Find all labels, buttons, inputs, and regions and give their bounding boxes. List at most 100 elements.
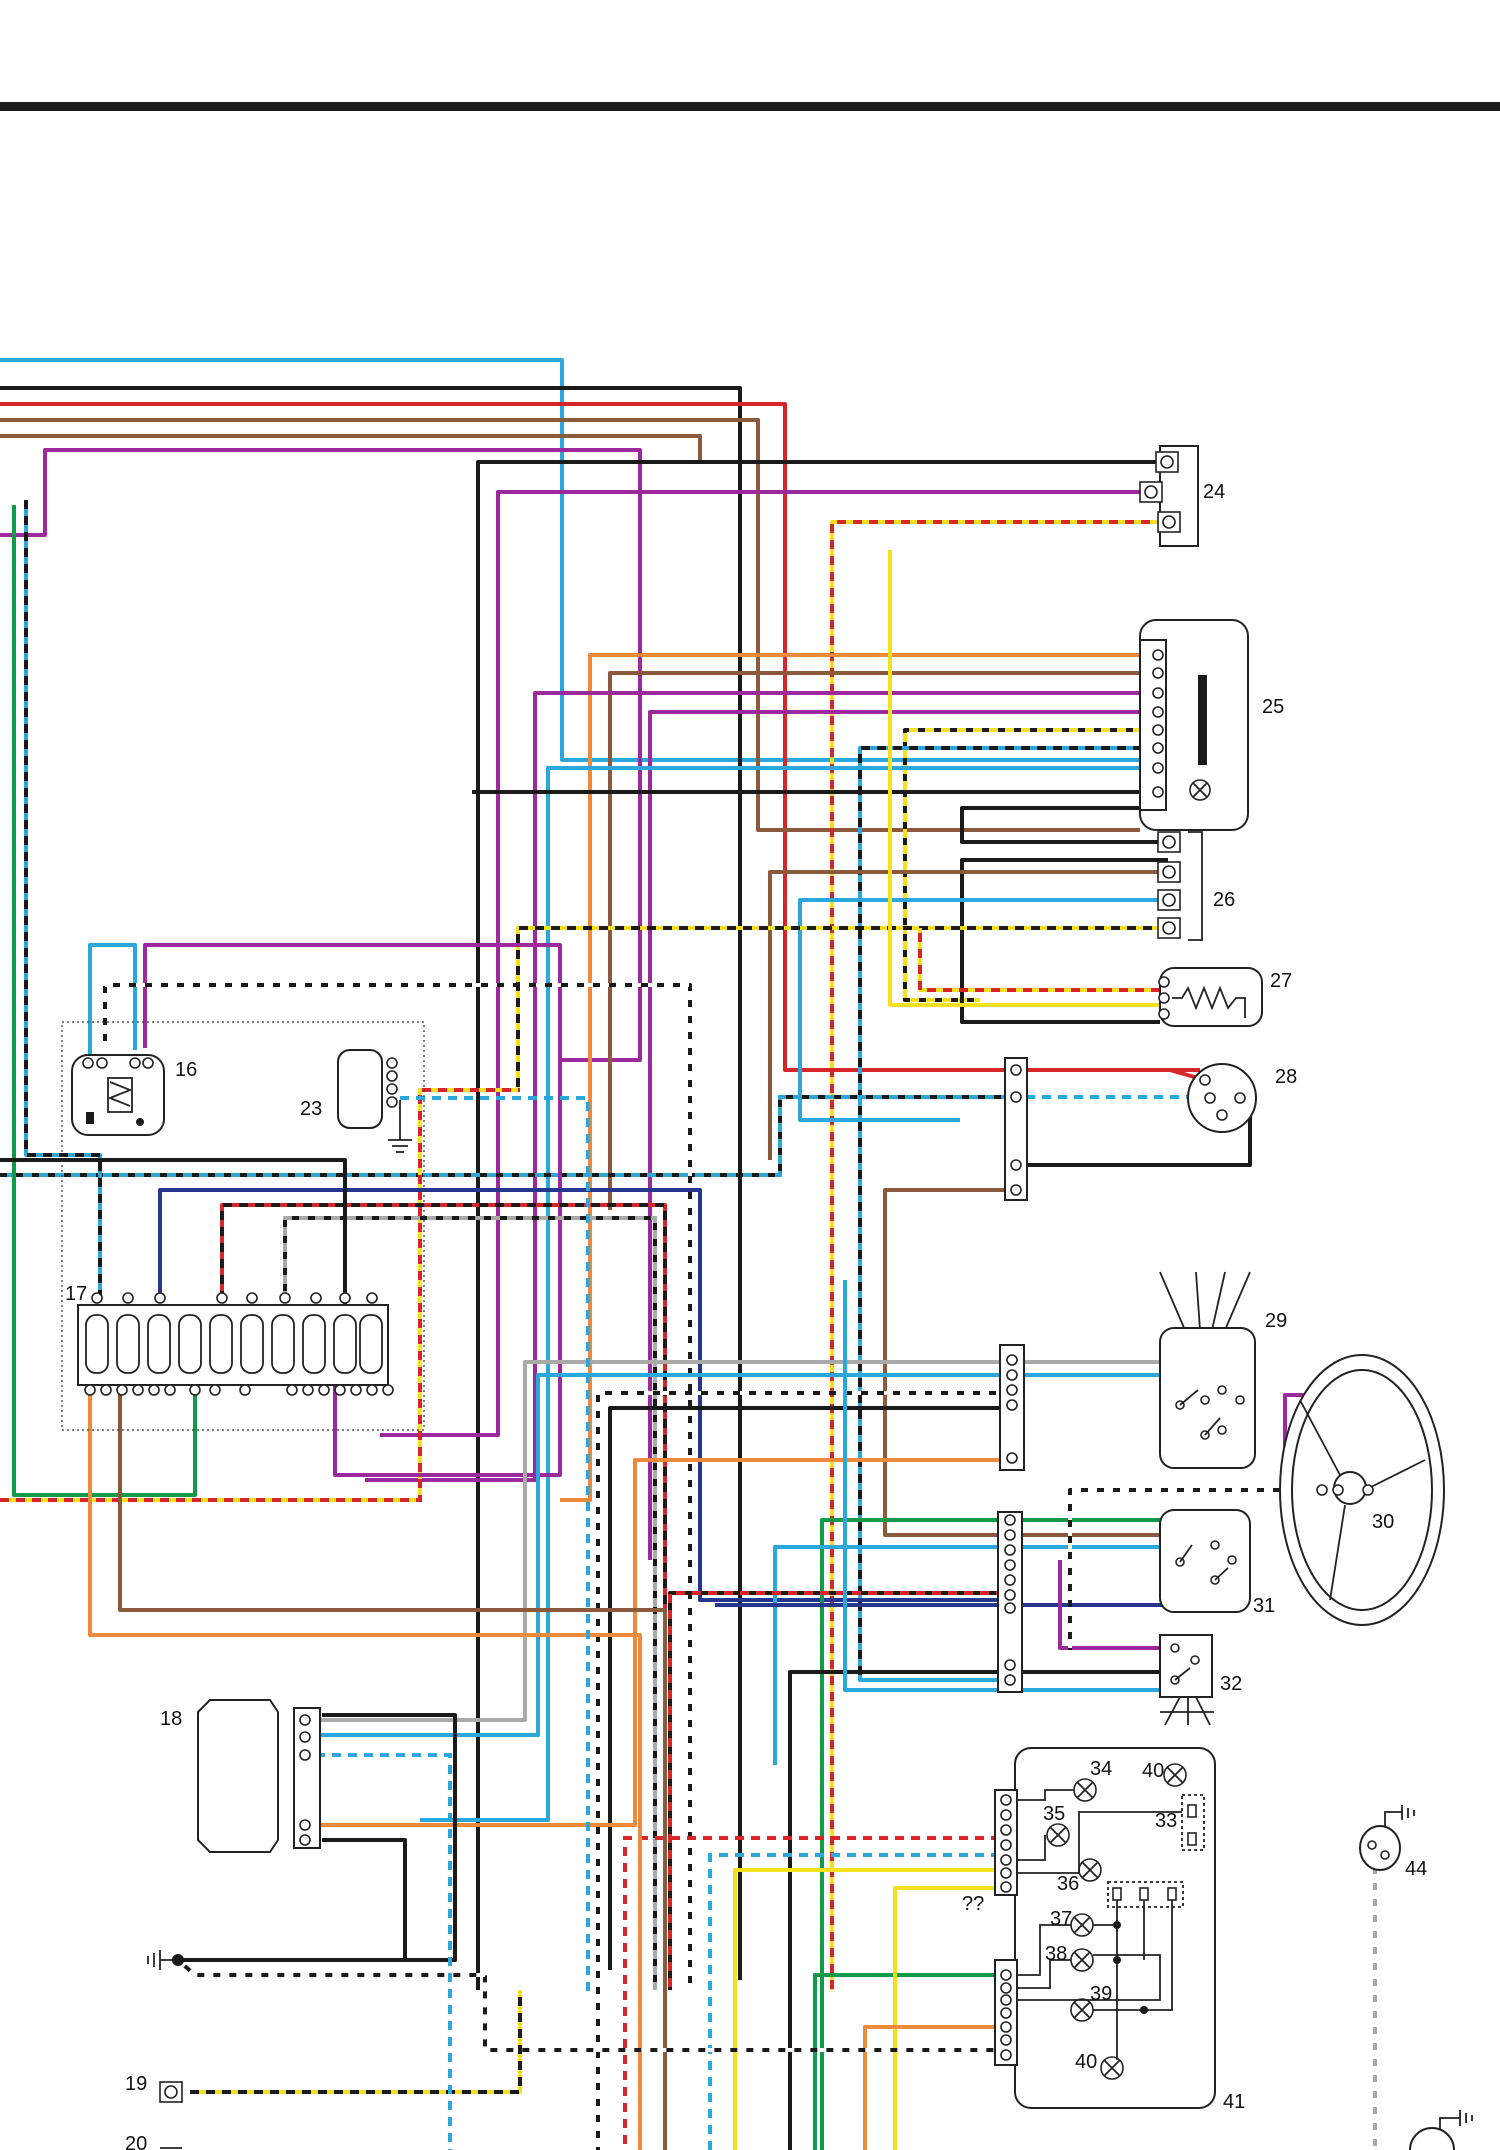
component-29 <box>999 1271 1256 1471</box>
wire-yellow-26-dash <box>516 926 1168 1090</box>
wire-purple-25b <box>648 710 1158 1560</box>
component-25 <box>1139 619 1249 831</box>
component-18 <box>197 1699 321 1853</box>
coil-symbol <box>107 1077 133 1113</box>
wire-bw-loop-dash <box>103 983 692 1990</box>
wire-green-low <box>813 1973 1000 2150</box>
wire-grey-17b <box>283 1216 657 1990</box>
label-30: 30 <box>1372 1511 1394 1533</box>
wire-brown-25 <box>608 671 1158 1210</box>
wire-grey-29 <box>300 1360 1160 1722</box>
wire-yellow-27 <box>918 928 1160 992</box>
component-24 <box>1139 445 1199 547</box>
steering-wheel <box>1279 1354 1445 1626</box>
wire-black-25 <box>903 728 1158 1002</box>
lamp-symbol <box>1046 1763 1187 2080</box>
wire-harness <box>0 358 1387 2150</box>
component-19 <box>159 2081 183 2103</box>
wire-orange-low <box>863 2025 1000 2150</box>
wire-blue-25-dash <box>858 746 1158 1680</box>
component-44 <box>1359 1805 1415 1871</box>
wire-blue-low <box>708 1853 1000 2150</box>
wire-yellow-low2 <box>893 1886 1000 2150</box>
wire-blue-31 <box>773 1545 1165 1765</box>
component-16 <box>71 1054 165 1136</box>
wire-orange-17 <box>88 1395 642 2150</box>
wire-yellow-26 <box>470 926 1168 1092</box>
wire-blue-dash-1 <box>400 1096 590 1995</box>
wire-blue-dash-2 <box>300 1753 452 2150</box>
wire-purple-25 <box>365 691 1158 1482</box>
wire-black-blue-28-dash <box>0 1095 1010 1177</box>
wire-blue-29 <box>300 1373 1160 1737</box>
wire-brown-top-2 <box>0 434 702 460</box>
wire-black-28 <box>1010 1100 1252 1167</box>
wire-purple-32 <box>1058 1560 1165 1650</box>
component-31 <box>997 1509 1251 1693</box>
wire-yellow-19-dash <box>190 1990 522 2094</box>
component-41 <box>994 1747 1216 2109</box>
label-28: 28 <box>1275 1066 1297 1088</box>
wire-blue-left-dash <box>24 500 102 1300</box>
wire-yellow-27b <box>888 550 1160 1007</box>
label-unknown: ?? <box>962 1893 984 1915</box>
wire-black-29b <box>608 1406 1005 1970</box>
wire-blue-26 <box>798 898 1168 1122</box>
label-41: 41 <box>1223 2091 1245 2113</box>
label-37: 37 <box>1050 1908 1072 1930</box>
wire-blue-loop-dash <box>88 943 137 1060</box>
component-17 <box>77 1292 394 1396</box>
component-28 <box>1004 1057 1257 1201</box>
wire-bw-ground-dash <box>176 1958 1000 2052</box>
label-23: 23 <box>300 1098 322 1120</box>
wire-black-26 <box>960 806 1168 844</box>
label-17: 17 <box>65 1283 87 1305</box>
label-16: 16 <box>175 1059 197 1081</box>
label-44: 44 <box>1405 1858 1427 1880</box>
wire-purple-top <box>0 448 642 1062</box>
wire-red-31-dash <box>668 1591 1005 1990</box>
label-38: 38 <box>1045 1943 1067 1965</box>
wire-yellow-27-dash <box>918 928 1160 992</box>
wire-black-29-dash <box>596 1391 1005 2150</box>
label-18: 18 <box>160 1708 182 1730</box>
fuse-symbol <box>85 1314 383 1374</box>
component-23 <box>337 1049 412 1153</box>
header-rule <box>0 102 1500 111</box>
wire-yellow-19 <box>190 1990 522 2094</box>
component-44-lower <box>1409 2110 1473 2150</box>
label-40b: 40 <box>1075 2051 1097 2073</box>
wire-red-top <box>0 402 1206 1082</box>
wire-black-25-dash <box>903 728 1158 1002</box>
label-34: 34 <box>1090 1758 1112 1780</box>
wire-red-31 <box>668 1591 1005 1990</box>
wire-brown-26 <box>768 870 1168 1160</box>
wire-green-31 <box>820 1518 1165 2150</box>
wire-black-ground-b <box>178 1838 407 1962</box>
label-24: 24 <box>1203 481 1225 503</box>
label-35: 35 <box>1043 1803 1065 1825</box>
wire-purple-loop <box>143 943 562 1477</box>
wire-brown-top <box>0 418 1140 832</box>
wire-orange-29 <box>300 1458 1005 1827</box>
wire-black-left <box>0 1158 347 1310</box>
wire-wheel-dash <box>1068 1488 1305 1650</box>
wire-blue-25b <box>420 766 1158 1822</box>
label-27: 27 <box>1270 970 1292 992</box>
wire-blue-32 <box>843 1280 1165 1692</box>
component-labels: 16 17 18 19 20 23 24 25 26 27 28 29 30 3… <box>65 481 1427 2150</box>
wire-black-29 <box>596 1391 1005 2150</box>
wire-green-left <box>12 505 197 1497</box>
label-36: 36 <box>1057 1873 1079 1895</box>
wire-light-blue-top <box>0 358 1140 762</box>
label-33: 33 <box>1155 1810 1177 1832</box>
wire-black-32 <box>788 1670 1165 2150</box>
label-40a: 40 <box>1142 1760 1164 1782</box>
label-26: 26 <box>1213 889 1235 911</box>
ground-symbol-18 <box>147 1950 184 1970</box>
label-39: 39 <box>1090 1983 1112 2005</box>
label-20: 20 <box>125 2133 147 2150</box>
wire-yellow-24-dash <box>830 520 1166 1990</box>
label-31: 31 <box>1253 1595 1275 1617</box>
